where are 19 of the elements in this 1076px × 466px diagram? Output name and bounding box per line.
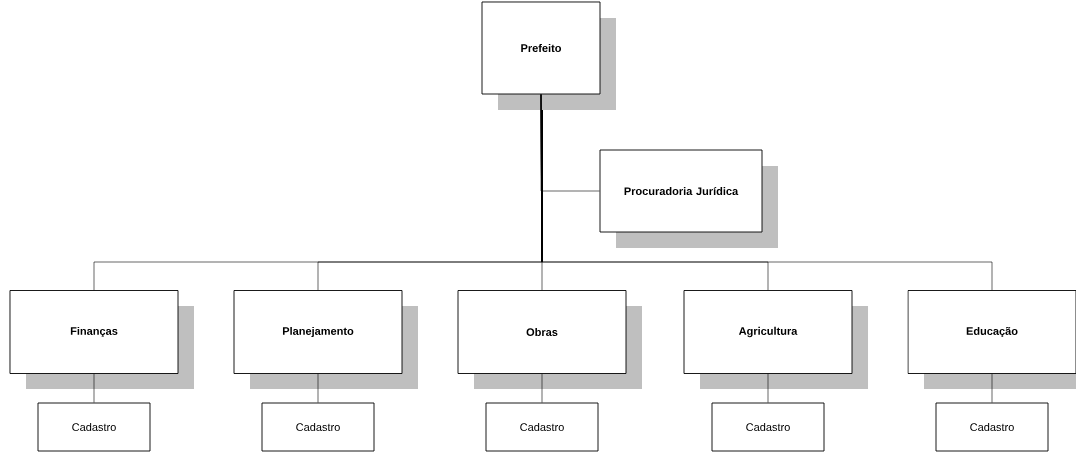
org-box: Planejamento [233,290,418,389]
connector [540,94,993,291]
node-label: Educação [966,326,1018,338]
org-box: Educação [907,290,1076,389]
connector [541,373,543,403]
sub-box: Cadastro [261,402,375,452]
org-box: Obras [457,290,642,389]
org-box: Agricultura [683,290,868,389]
connector [767,373,769,403]
org-box: Finanças [9,290,194,389]
sub-box: Cadastro [37,402,151,452]
connector [93,373,95,403]
connector [991,373,993,403]
sub-box: Cadastro [485,402,599,452]
sub-box: Cadastro [711,402,825,452]
org-box: Prefeito [481,1,616,110]
connector [317,373,319,403]
org-box: Procuradoria Jurídica [599,149,778,248]
sub-box: Cadastro [935,402,1049,452]
